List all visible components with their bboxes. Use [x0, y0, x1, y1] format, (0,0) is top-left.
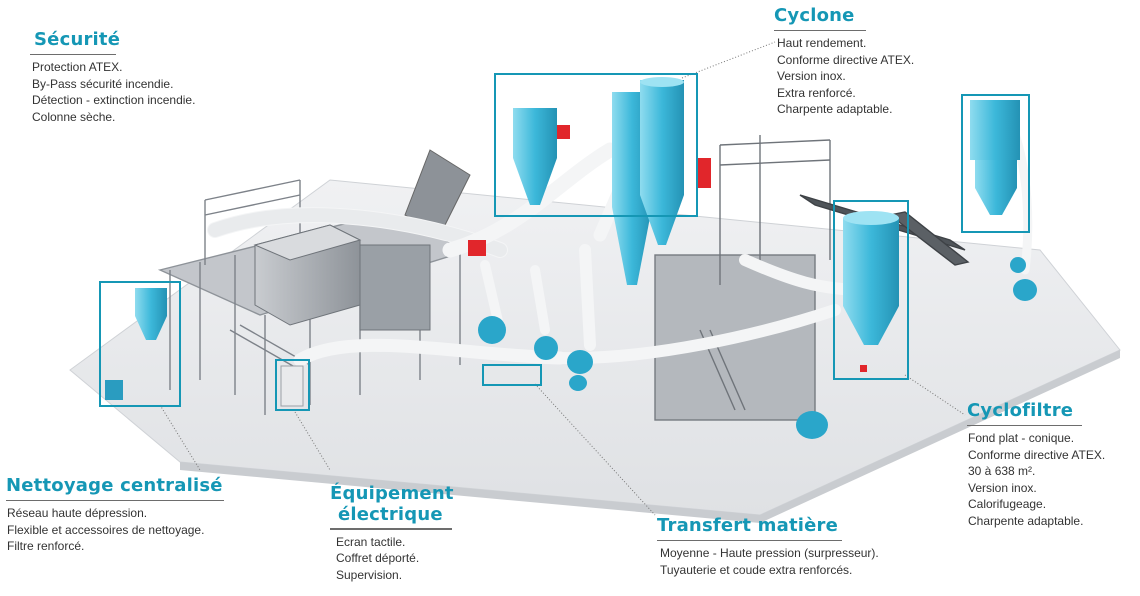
- nettoyage-item: Filtre renforcé.: [7, 539, 85, 554]
- cyclone-rule: [774, 29, 866, 32]
- cyclone-item: Conforme directive ATEX.: [777, 52, 915, 67]
- cyclone-list: Haut rendement. Conforme directive ATEX.…: [777, 35, 914, 118]
- equipement-item: Coffret déporté.: [336, 551, 420, 566]
- connector-lines: [159, 41, 966, 516]
- transfert-item: Moyenne - Haute pression (surpresseur).: [660, 546, 879, 561]
- transfert-title: Transfert matière: [657, 515, 839, 536]
- equipement-title-line1: Équipement: [330, 483, 454, 504]
- cyclofiltre-title: Cyclofiltre: [967, 400, 1074, 421]
- cyclone-item: Haut rendement.: [777, 36, 867, 51]
- cleaning-highlight-frame: [99, 281, 181, 407]
- cyclofiltre-item: Version inox.: [968, 480, 1037, 495]
- equipement-title-line2: électrique: [338, 503, 443, 525]
- cleaning-filter: [105, 288, 167, 400]
- securite-list: Protection ATEX. By-Pass sécurité incend…: [32, 59, 195, 125]
- electrical-cabinet: [280, 365, 304, 407]
- floor-edge: [180, 350, 1120, 523]
- cyclofiltre-item: Charpente adaptable.: [968, 513, 1084, 528]
- securite-item: Colonne sèche.: [32, 109, 116, 124]
- securite-rule: [30, 53, 116, 56]
- blowers: [478, 257, 1037, 439]
- cyclofiltre-large-highlight-frame: [833, 200, 909, 380]
- cyclofiltre-small: [970, 100, 1020, 215]
- callout-cyclone: Cyclone Haut rendement. Conforme directi…: [774, 5, 914, 118]
- transfer-highlight-frame: [482, 364, 542, 386]
- callout-nettoyage: Nettoyage centralisé Réseau haute dépres…: [6, 475, 224, 555]
- transfert-list: Moyenne - Haute pression (surpresseur). …: [660, 545, 879, 578]
- electrical-highlight-frame: [275, 359, 310, 411]
- nettoyage-item: Réseau haute dépression.: [7, 506, 148, 521]
- transfert-item: Tuyauterie et coude extra renforcés.: [660, 562, 853, 577]
- cyclofiltre-list: Fond plat - conique. Conforme directive …: [968, 430, 1105, 529]
- cyclofiltre-rule: [967, 424, 1082, 427]
- equipement-item: Supervision.: [336, 567, 403, 582]
- cyclone-highlight-frame: [494, 73, 698, 217]
- nettoyage-item: Flexible et accessoires de nettoyage.: [7, 522, 205, 537]
- callout-transfert: Transfert matière Moyenne - Haute pressi…: [657, 515, 879, 578]
- nettoyage-title: Nettoyage centralisé: [6, 475, 223, 496]
- nettoyage-rule: [6, 499, 224, 502]
- cyclone-item: Extra renforcé.: [777, 85, 856, 100]
- callout-equipement: Équipement électrique Ecran tactile. Cof…: [330, 483, 454, 584]
- nettoyage-list: Réseau haute dépression. Flexible et acc…: [7, 505, 224, 555]
- equipement-list: Ecran tactile. Coffret déporté. Supervis…: [336, 534, 454, 584]
- cyclone-units: [513, 77, 684, 285]
- cyclofiltre-large: [843, 211, 899, 345]
- cyclofiltre-item: 30 à 638 m².: [968, 464, 1036, 479]
- cyclofiltre-item: Conforme directive ATEX.: [968, 447, 1106, 462]
- callout-securite: Sécurité Protection ATEX. By-Pass sécuri…: [30, 29, 195, 125]
- cyclone-item: Charpente adaptable.: [777, 102, 893, 117]
- securite-item: Détection - extinction incendie.: [32, 93, 196, 108]
- red-fittings: [468, 125, 990, 372]
- shredder-machine: [253, 149, 471, 331]
- cyclofiltre-item: Calorifugeage.: [968, 497, 1047, 512]
- cyclone-title: Cyclone: [774, 5, 855, 26]
- securite-title: Sécurité: [34, 29, 121, 50]
- cyclofiltre-small-highlight-frame: [961, 94, 1030, 233]
- cyclone-item: Version inox.: [777, 69, 846, 84]
- securite-item: By-Pass sécurité incendie.: [32, 76, 174, 91]
- callout-cyclofiltre: Cyclofiltre Fond plat - conique. Conform…: [967, 400, 1105, 529]
- securite-item: Protection ATEX.: [32, 60, 123, 75]
- transfert-rule: [657, 539, 842, 542]
- cyclofiltre-item: Fond plat - conique.: [968, 431, 1075, 446]
- equipement-rule: [330, 528, 452, 530]
- equipement-item: Ecran tactile.: [336, 534, 406, 549]
